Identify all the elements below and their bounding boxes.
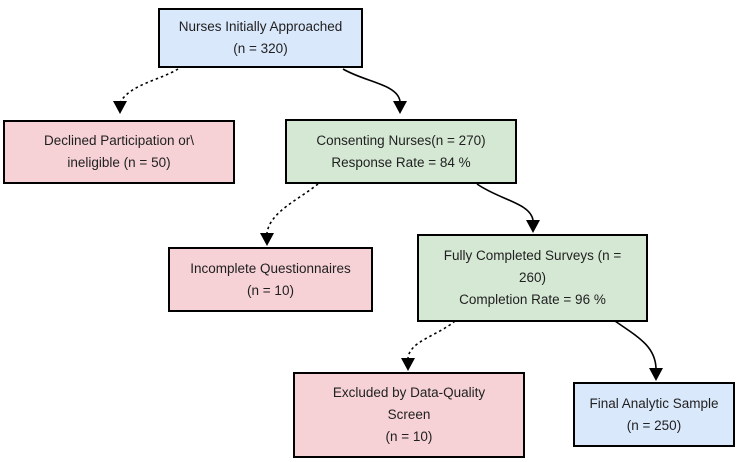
node-declined-or-ineligible: Declined Participation or\ ineligible (n… bbox=[3, 120, 235, 184]
node-incomplete-questionnaires: Incomplete Questionnaires (n = 10) bbox=[168, 247, 373, 312]
arrow-consenting-to-completed bbox=[476, 183, 540, 233]
arrow-approached-to-consenting bbox=[342, 68, 407, 114]
node-final-analytic-sample: Final Analytic Sample (n = 250) bbox=[573, 382, 735, 447]
node-fully-completed-surveys: Fully Completed Surveys (n = 260) Comple… bbox=[417, 234, 648, 322]
arrow-consenting-to-incomplete bbox=[260, 183, 319, 246]
arrow-completed-to-final bbox=[614, 320, 663, 381]
node-consenting-nurses: Consenting Nurses(n = 270) Response Rate… bbox=[285, 119, 517, 184]
node-excluded-data-quality: Excluded by Data-Quality Screen (n = 10) bbox=[293, 372, 525, 458]
arrow-approached-to-declined bbox=[113, 68, 179, 114]
node-nurses-initially-approached: Nurses Initially Approached (n = 320) bbox=[158, 8, 363, 68]
arrow-completed-to-excluded bbox=[401, 320, 456, 371]
